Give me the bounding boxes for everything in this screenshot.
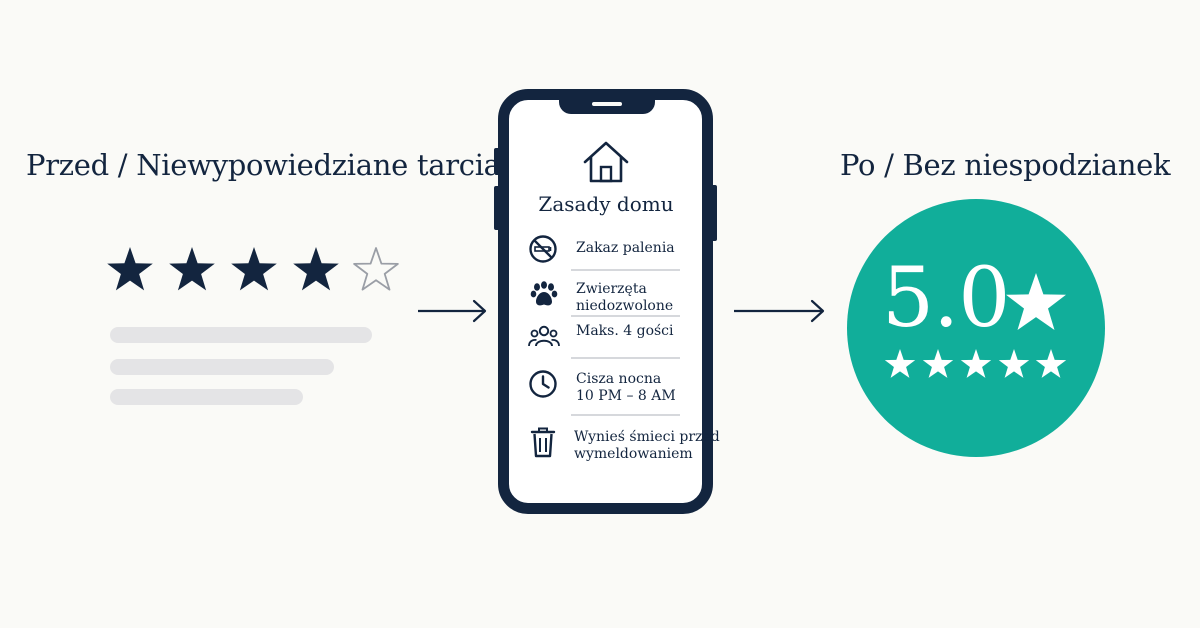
trash-icon	[530, 426, 556, 462]
phone-speaker	[592, 102, 622, 106]
no-smoking-icon	[528, 234, 558, 268]
rule-text-line: Zwierzęta	[576, 281, 647, 297]
star-icon	[1035, 349, 1067, 378]
star-icon	[998, 349, 1030, 378]
rule-text-line: wymeldowaniem	[574, 446, 693, 462]
review-text-placeholder	[110, 389, 303, 405]
paw-icon	[530, 281, 558, 313]
review-text-placeholder	[110, 359, 334, 375]
divider	[571, 269, 680, 271]
clock-icon	[528, 369, 558, 403]
before-heading: Przed / Niewypowiedziane tarcia	[26, 148, 501, 182]
divider	[571, 414, 680, 416]
star-icon	[960, 349, 992, 378]
rule-text: Wynieś śmieci przed wymeldowaniem	[574, 429, 720, 463]
house-rules-title: Zasady domu	[538, 192, 674, 216]
rule-text-line: niedozwolone	[576, 298, 674, 314]
before-rating	[104, 244, 404, 298]
after-heading: Po / Bez niespodzianek	[840, 148, 1171, 182]
after-rating-stars	[883, 347, 1069, 387]
rule-text-line: Cisza nocna	[576, 371, 662, 387]
score-value: 5.0	[882, 251, 1010, 346]
star-icon	[884, 349, 916, 378]
phone-button	[494, 186, 498, 230]
score-badge	[847, 199, 1105, 457]
people-icon	[528, 324, 560, 354]
rule-text: Zakaz palenia	[576, 240, 675, 256]
star-icon	[231, 247, 277, 291]
arrow-right-icon	[416, 296, 490, 330]
phone-frame	[498, 89, 713, 514]
star-icon	[293, 247, 339, 291]
phone-button	[713, 185, 717, 241]
rule-text-line: 10 PM – 8 AM	[576, 388, 676, 404]
before-rating-stars	[107, 247, 399, 291]
review-text-placeholder	[110, 327, 372, 343]
star-icon	[922, 349, 954, 378]
star-icon	[169, 247, 215, 291]
star-outline-icon	[353, 247, 399, 291]
rule-text-line: Wynieś śmieci przed	[574, 429, 720, 445]
phone-button	[494, 148, 498, 174]
star-icon	[107, 247, 153, 291]
rule-text: Zwierzęta niedozwolone	[576, 281, 673, 315]
rule-text: Maks. 4 gości	[576, 323, 674, 339]
divider	[571, 315, 680, 317]
star-icon	[1004, 271, 1068, 335]
house-icon	[582, 140, 630, 188]
divider	[571, 357, 680, 359]
rule-text: Cisza nocna 10 PM – 8 AM	[576, 371, 676, 405]
arrow-right-icon	[732, 296, 828, 330]
